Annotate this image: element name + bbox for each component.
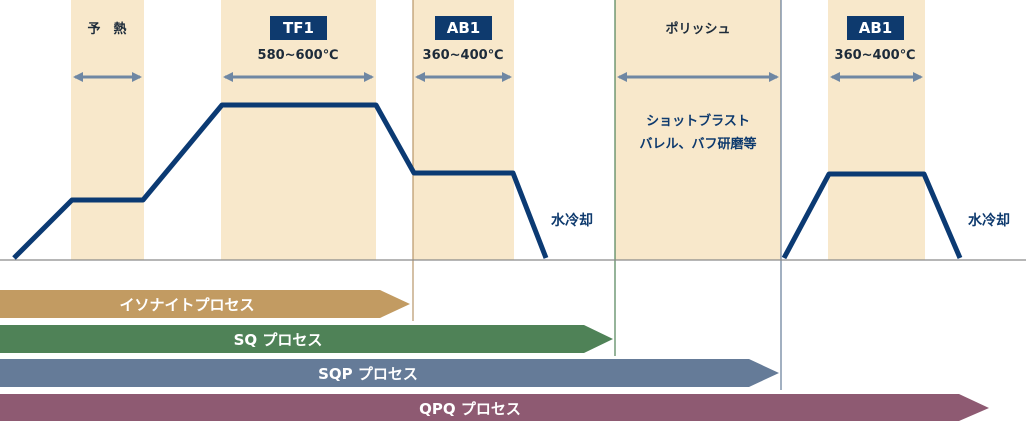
bar-isonite-label: イソナイトプロセス [119,296,254,314]
badge-ab1-bg [435,16,492,40]
band-ab1 [413,0,514,260]
band-polish [615,0,781,260]
bar-sq-label: SQ プロセス [234,331,323,349]
badge-tf1: TF1 [283,19,314,37]
band-tf1 [221,0,376,260]
label-polish-desc-1: ショットブラスト [646,113,750,129]
badge-tf1-bg [270,16,327,40]
badge-ab1b-bg [847,16,904,40]
label-ab1-temp: 360~400℃ [423,48,504,63]
bar-isonite [0,290,410,318]
label-water-cool-2: 水冷却 [968,212,1010,229]
band-ab1b [828,0,925,260]
label-tf1-temp: 580~600℃ [258,48,339,63]
badge-ab1b: AB1 [859,19,892,37]
temperature-curve-ab1b [781,171,963,260]
temperature-curve-main [12,102,549,260]
label-polish-desc-2: バレル、バフ研磨等 [639,136,756,152]
bar-sqp [0,359,779,387]
bar-sqp-label: SQP プロセス [318,365,418,383]
label-preheat: 予 熱 [87,21,126,37]
label-water-cool-1: 水冷却 [551,212,593,229]
label-ab1b-temp: 360~400℃ [835,48,916,63]
label-polish: ポリッシュ [665,21,730,37]
bar-qpq [0,394,989,421]
band-preheat [71,0,144,260]
badge-ab1: AB1 [447,19,480,37]
bar-sq [0,325,613,353]
bar-qpq-label: QPQ プロセス [419,400,521,418]
